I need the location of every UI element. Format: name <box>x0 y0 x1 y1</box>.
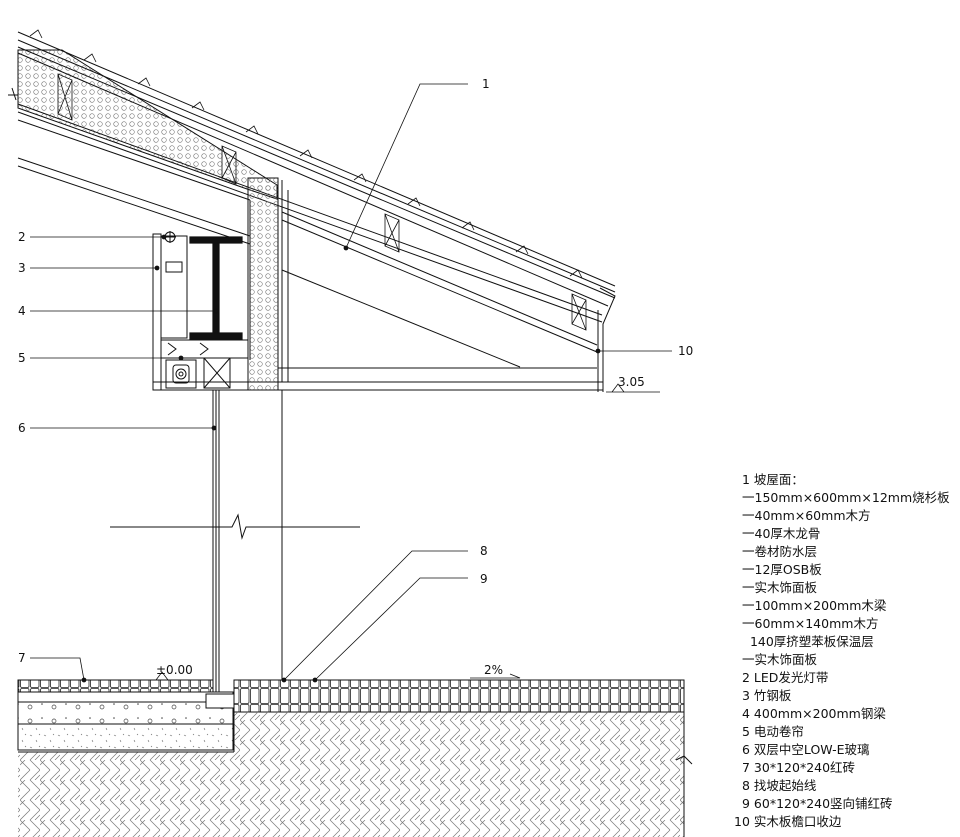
callout-2: 2 <box>18 230 26 244</box>
callout-1: 1 <box>482 77 490 91</box>
legend-item: 9 60*120*240竖向铺红砖 <box>742 796 893 811</box>
callout-3: 3 <box>18 261 26 275</box>
legend-item: 1 坡屋面： <box>742 472 804 487</box>
legend-item: 10 实木板檐口收边 <box>734 814 842 829</box>
legend-item: 3 竹钢板 <box>742 688 792 703</box>
legend: 1 坡屋面： 一150mm×600mm×12mm烧杉板 一40mm×60mm木方… <box>734 472 950 829</box>
floor-build-up <box>17 679 693 837</box>
callout-9: 9 <box>480 572 488 586</box>
slope-label: 2% <box>484 663 503 677</box>
legend-item: 一实木饰面板 <box>742 580 818 595</box>
level-eave: 3.05 <box>618 375 645 389</box>
callout-10: 10 <box>678 344 693 358</box>
callout-4: 4 <box>18 304 26 318</box>
callout-labels: 1 2 3 4 5 6 7 8 9 10 3.05 ±0.00 2% <box>18 77 693 677</box>
callout-8: 8 <box>480 544 488 558</box>
level-floor: ±0.00 <box>156 663 193 677</box>
legend-item: 6 双层中空LOW-E玻璃 <box>742 742 870 757</box>
legend-item: 一12厚OSB板 <box>742 562 822 577</box>
legend-item: 一100mm×200mm木梁 <box>742 598 887 613</box>
legend-item: 一150mm×600mm×12mm烧杉板 <box>742 490 950 505</box>
legend-item: 8 找坡起始线 <box>742 778 817 793</box>
legend-item: 2 LED发光灯带 <box>742 670 828 685</box>
roof-layers <box>17 29 616 392</box>
legend-item: 一40mm×60mm木方 <box>742 508 871 523</box>
legend-item: 140厚挤塑苯板保温层 <box>742 634 874 649</box>
beam-zone <box>152 177 604 391</box>
legend-item: 4 400mm×200mm钢梁 <box>742 706 886 721</box>
callout-6: 6 <box>18 421 26 435</box>
legend-item: 一实木饰面板 <box>742 652 818 667</box>
legend-item: 一卷材防水层 <box>742 544 817 559</box>
glazing <box>212 390 283 692</box>
legend-item: 一40厚木龙骨 <box>742 526 820 541</box>
legend-item: 一60mm×140mm木方 <box>742 616 878 631</box>
break-mark-mid <box>110 513 360 540</box>
legend-item: 7 30*120*240红砖 <box>742 760 855 775</box>
leaders <box>30 83 672 683</box>
steel-beam <box>189 236 243 340</box>
break-mark <box>8 87 18 101</box>
callout-7: 7 <box>18 651 26 665</box>
callout-5: 5 <box>18 351 26 365</box>
legend-item: 5 电动卷帘 <box>742 724 804 739</box>
